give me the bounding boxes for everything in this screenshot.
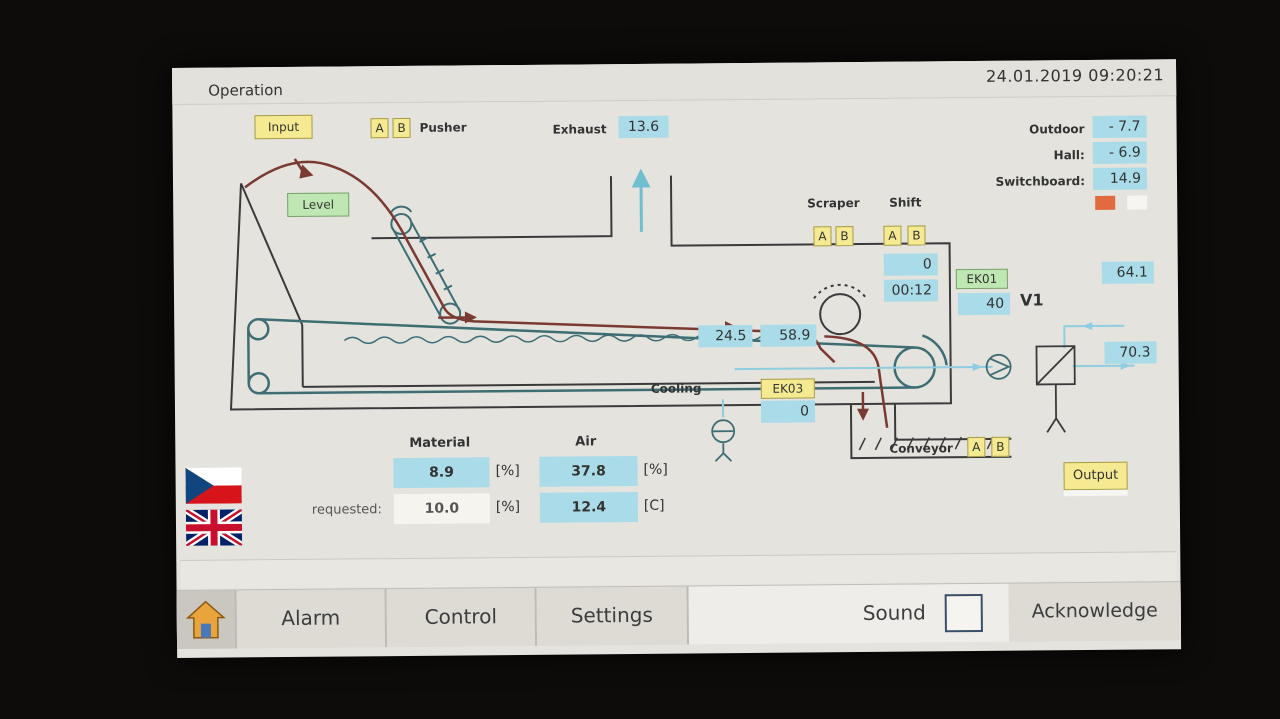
ek01-value: 40 bbox=[957, 292, 1011, 316]
indicator-off bbox=[1127, 195, 1148, 210]
scraper-a-button[interactable]: A bbox=[813, 226, 832, 247]
shift-label: Shift bbox=[889, 195, 922, 210]
alarm-button[interactable]: Alarm bbox=[236, 589, 388, 649]
material-header: Material bbox=[409, 435, 471, 451]
page-title: Operation bbox=[208, 81, 283, 100]
ek03-value: 0 bbox=[760, 400, 816, 423]
home-button[interactable] bbox=[176, 590, 238, 649]
shift-value: 0 bbox=[883, 253, 938, 276]
outdoor-label: Outdoor bbox=[1029, 122, 1085, 137]
output-tag[interactable]: Output bbox=[1063, 461, 1128, 491]
conveyor-label: Conveyor bbox=[889, 441, 953, 456]
datetime-display: 24.01.2019 09:20:21 bbox=[985, 65, 1165, 86]
hmi-screen: Operation 24.01.2019 09:20:21 bbox=[172, 59, 1182, 658]
heat-exchanger bbox=[1035, 345, 1076, 433]
scraper-label: Scraper bbox=[807, 196, 860, 211]
hall-label: Hall: bbox=[1053, 148, 1085, 163]
pipe-arrows bbox=[972, 321, 1131, 372]
exhaust-label: Exhaust bbox=[552, 122, 607, 137]
material-value: 8.9 bbox=[393, 457, 490, 489]
conveyor-b-button[interactable]: B bbox=[991, 436, 1010, 457]
sound-checkbox[interactable] bbox=[944, 593, 983, 633]
cooling-label: Cooling bbox=[650, 381, 702, 396]
acknowledge-button[interactable]: Acknowledge bbox=[1008, 582, 1182, 642]
scraper-wheel bbox=[813, 283, 867, 336]
requested-unit: [%] bbox=[495, 498, 521, 516]
v1-bottom-value: 70.3 bbox=[1104, 341, 1157, 364]
hall-value: - 6.9 bbox=[1092, 141, 1147, 164]
belt-value-2: 58.9 bbox=[760, 324, 817, 347]
sound-label: Sound bbox=[862, 600, 926, 625]
air-unit-2: [C] bbox=[643, 497, 665, 514]
housing-outline bbox=[229, 175, 1012, 460]
switchboard-label: Switchboard: bbox=[995, 174, 1086, 189]
fan-icon bbox=[985, 353, 1012, 380]
uk-flag-icon[interactable] bbox=[185, 509, 243, 546]
control-button[interactable]: Control bbox=[386, 587, 538, 648]
scraper-b-button[interactable]: B bbox=[835, 226, 854, 247]
ek03-tag[interactable]: EK03 bbox=[760, 378, 815, 399]
sound-area: Sound bbox=[688, 583, 1010, 645]
requested-input[interactable]: 10.0 bbox=[393, 493, 490, 525]
czech-flag-icon[interactable] bbox=[185, 467, 242, 504]
air-value-2: 12.4 bbox=[539, 491, 638, 523]
switchboard-value: 14.9 bbox=[1092, 167, 1148, 190]
home-icon bbox=[185, 600, 226, 639]
conveyor-a-button[interactable]: A bbox=[967, 436, 986, 458]
shift-a-button[interactable]: A bbox=[883, 225, 902, 246]
shift-time: 00:12 bbox=[883, 279, 939, 302]
exhaust-value: 13.6 bbox=[618, 115, 669, 139]
belt-value-1: 24.5 bbox=[698, 324, 753, 348]
v1-label: V1 bbox=[1019, 290, 1044, 310]
pusher-a-button[interactable]: A bbox=[370, 118, 389, 139]
output-indicator bbox=[1063, 489, 1128, 497]
input-tag[interactable]: Input bbox=[254, 114, 313, 140]
alarm-indicator-red bbox=[1095, 195, 1116, 210]
pusher-label: Pusher bbox=[419, 120, 467, 135]
air-unit-1: [%] bbox=[643, 461, 668, 478]
material-unit: [%] bbox=[495, 462, 520, 480]
air-value-1: 37.8 bbox=[539, 455, 638, 487]
outdoor-value: - 7.7 bbox=[1092, 115, 1147, 138]
requested-label: requested: bbox=[311, 502, 382, 518]
nav-bar: Alarm Control Settings Sound Acknowledge bbox=[176, 581, 1182, 649]
pusher-conveyor bbox=[390, 205, 462, 325]
v1-top-value: 64.1 bbox=[1101, 261, 1154, 284]
settings-button[interactable]: Settings bbox=[536, 586, 690, 646]
air-header: Air bbox=[575, 434, 597, 450]
ek01-tag[interactable]: EK01 bbox=[955, 268, 1008, 290]
exhaust-arrow bbox=[631, 168, 651, 232]
pusher-b-button[interactable]: B bbox=[392, 117, 411, 139]
level-tag[interactable]: Level bbox=[287, 192, 350, 217]
cooling-pump-icon bbox=[711, 419, 736, 462]
shift-b-button[interactable]: B bbox=[907, 225, 926, 246]
